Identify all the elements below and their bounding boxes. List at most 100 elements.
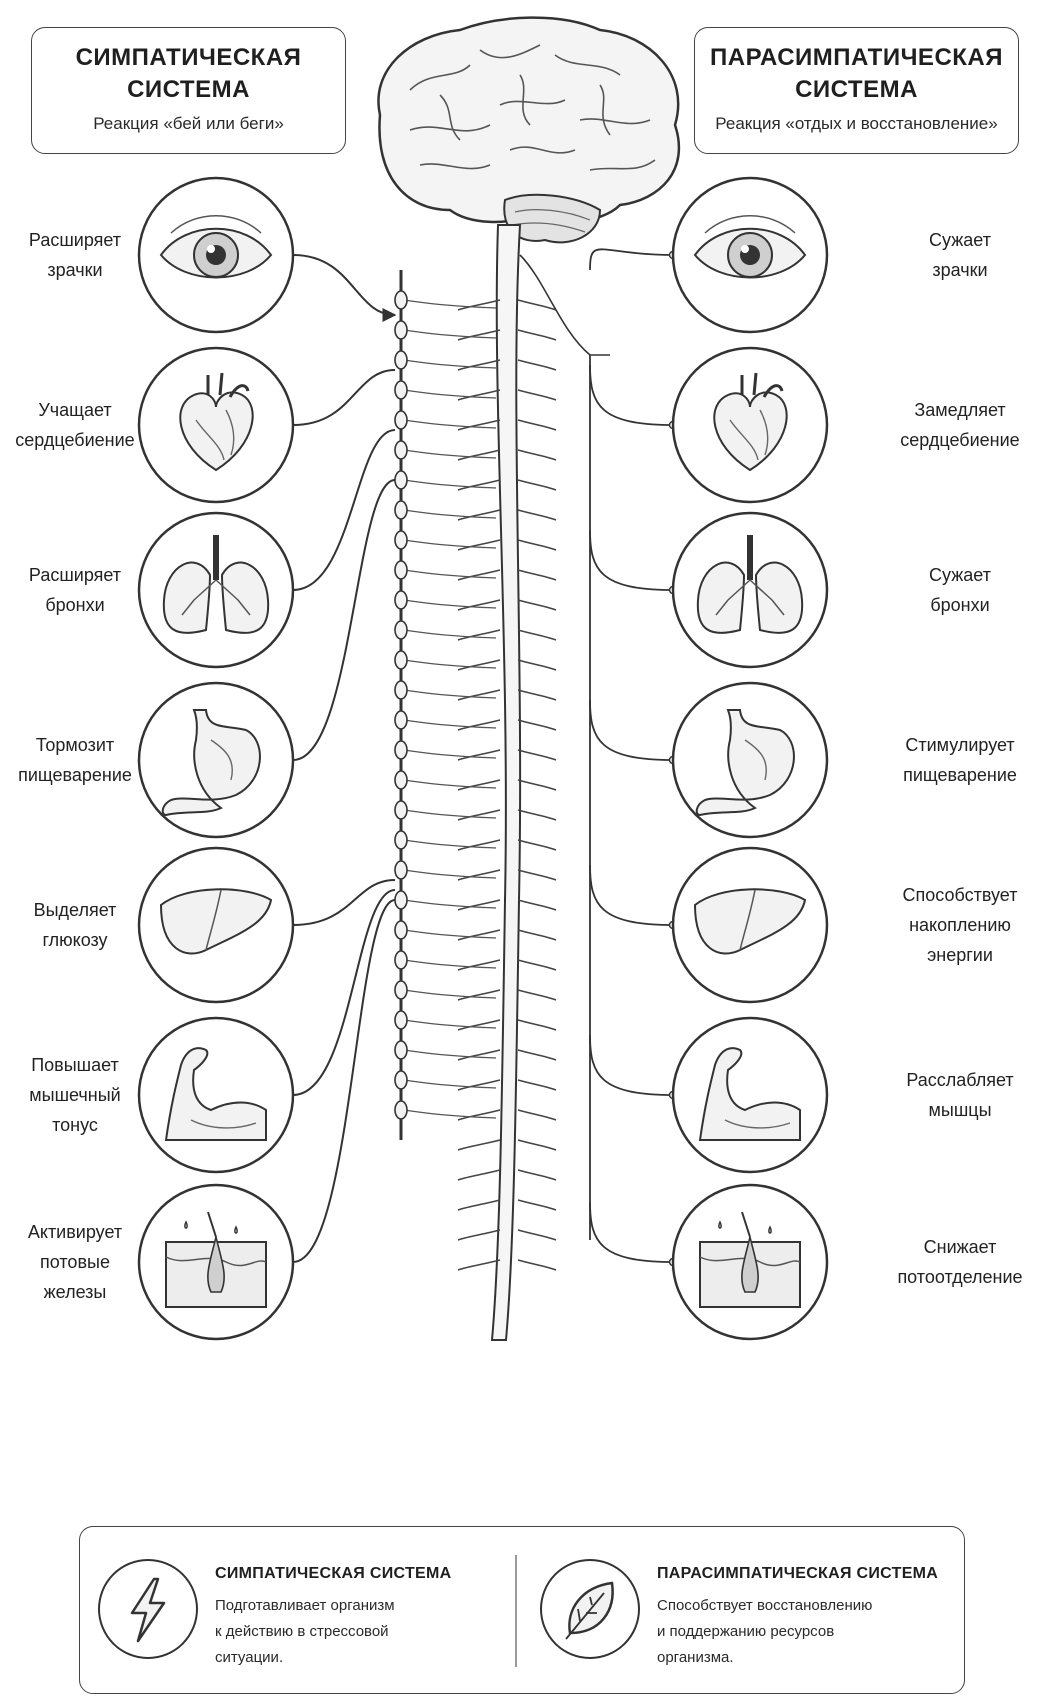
ganglion (395, 441, 407, 459)
ganglion (395, 831, 407, 849)
parasympathetic-stomach-circle (673, 683, 827, 837)
legend-sympathetic-desc-line: ситуации. (215, 1645, 475, 1671)
ganglion (395, 381, 407, 399)
spinal-nerve (518, 660, 556, 670)
legend-sympathetic-desc-line: Подготавливает организм (215, 1593, 475, 1619)
sympathetic-label-line: Учащает (0, 395, 150, 425)
sympathetic-label-line: тонус (0, 1110, 150, 1140)
ganglion (395, 741, 407, 759)
parasympathetic-link (590, 530, 673, 590)
spinal-nerve (518, 1050, 556, 1060)
legend-sympathetic-desc: Подготавливает организм к действию в стр… (215, 1593, 475, 1671)
ganglion (395, 651, 407, 669)
leaf-icon (540, 1559, 640, 1659)
ganglion (395, 1041, 407, 1059)
parasympathetic-label-line: бронхи (885, 590, 1035, 620)
ganglion (395, 321, 407, 339)
sympathetic-organ-circles (139, 178, 293, 1339)
ganglion (395, 711, 407, 729)
parasympathetic-link (590, 1202, 673, 1262)
ganglion (395, 351, 407, 369)
ganglion (395, 561, 407, 579)
legend-parasympathetic-desc: Способствует восстановлению и поддержани… (657, 1593, 917, 1671)
sympathetic-label-line: глюкозу (0, 925, 150, 955)
spinal-nerve (518, 1080, 556, 1090)
parasympathetic-label-line: Замедляет (885, 395, 1035, 425)
legend-sympathetic-title: СИМПАТИЧЕСКАЯ СИСТЕМА (215, 1565, 452, 1583)
parasympathetic-label-line: зрачки (885, 255, 1035, 285)
sympathetic-label-line: пищеварение (0, 760, 150, 790)
spinal-nerve (518, 870, 556, 880)
sympathetic-link (293, 430, 395, 590)
sympathetic-label-line: мышечный (0, 1080, 150, 1110)
parasympathetic-link (590, 865, 673, 925)
ganglion (395, 591, 407, 609)
sympathetic-liver-circle (139, 848, 293, 1002)
spinal-nerve (518, 570, 556, 580)
legend-parasympathetic-desc-line: и поддержанию ресурсов (657, 1619, 917, 1645)
spinal-nerves (404, 300, 556, 1270)
sympathetic-eye-circle (139, 178, 293, 332)
legend-box: СИМПАТИЧЕСКАЯ СИСТЕМА Подготавливает орг… (79, 1526, 965, 1694)
spinal-nerve (458, 1260, 500, 1270)
ganglion (395, 501, 407, 519)
legend-parasympathetic-desc-line: организма. (657, 1645, 917, 1671)
spinal-nerve (518, 690, 556, 700)
sympathetic-heart-circle (139, 348, 293, 502)
spinal-nerve (518, 420, 556, 430)
spinal-nerve (458, 1230, 500, 1240)
spinal-nerve (518, 960, 556, 970)
sympathetic-label-line: бронхи (0, 590, 150, 620)
parasympathetic-label-eye: Сужаетзрачки (885, 225, 1035, 285)
spinal-nerve (518, 1230, 556, 1240)
parasympathetic-label-heart: Замедляетсердцебиение (885, 395, 1035, 455)
parasympathetic-label-line: Снижает (885, 1232, 1035, 1262)
spinal-nerve (518, 1260, 556, 1270)
ganglion (395, 771, 407, 789)
sympathetic-label-line: сердцебиение (0, 425, 150, 455)
sympathetic-label-line: зрачки (0, 255, 150, 285)
parasympathetic-liver-circle (673, 848, 827, 1002)
sympathetic-link (293, 480, 395, 760)
spinal-nerve (518, 1200, 556, 1210)
sympathetic-muscle-circle (139, 1018, 293, 1172)
parasympathetic-organ-circles (673, 178, 827, 1339)
spinal-nerve (518, 330, 556, 340)
sympathetic-label-line: Активирует (0, 1217, 150, 1247)
parasympathetic-heart-circle (673, 348, 827, 502)
spinal-nerve (518, 360, 556, 370)
ganglion (395, 291, 407, 309)
parasympathetic-label-line: мышцы (885, 1095, 1035, 1125)
sympathetic-label-line: железы (0, 1277, 150, 1307)
spinal-nerve (518, 480, 556, 490)
spinal-nerve (518, 990, 556, 1000)
parasympathetic-link (590, 700, 673, 760)
ganglion (395, 1071, 407, 1089)
parasympathetic-label-lungs: Сужаетбронхи (885, 560, 1035, 620)
parasympathetic-lungs-circle (673, 513, 827, 667)
sympathetic-lungs-circle (139, 513, 293, 667)
legend-parasympathetic-desc-line: Способствует восстановлению (657, 1593, 917, 1619)
vagus-nerve (520, 255, 610, 355)
ganglion (395, 861, 407, 879)
sympathetic-label-line: Расширяет (0, 225, 150, 255)
parasympathetic-label-line: энергии (885, 940, 1035, 970)
spinal-nerve (518, 1110, 556, 1120)
sympathetic-link (293, 900, 395, 1262)
spinal-nerve (458, 1170, 500, 1180)
legend-sympathetic-desc-line: к действию в стрессовой (215, 1619, 475, 1645)
parasympathetic-label-line: Способствует (885, 880, 1035, 910)
spinal-nerve (518, 510, 556, 520)
parasympathetic-label-stomach: Стимулируетпищеварение (885, 730, 1035, 790)
spinal-nerve (458, 1200, 500, 1210)
parasympathetic-label-line: Сужает (885, 560, 1035, 590)
parasympathetic-label-line: пищеварение (885, 760, 1035, 790)
parasympathetic-label-line: потоотделение (885, 1262, 1035, 1292)
sympathetic-link (293, 370, 395, 425)
sympathetic-label-liver: Выделяетглюкозу (0, 895, 150, 955)
parasympathetic-skin-circle (673, 1185, 827, 1339)
